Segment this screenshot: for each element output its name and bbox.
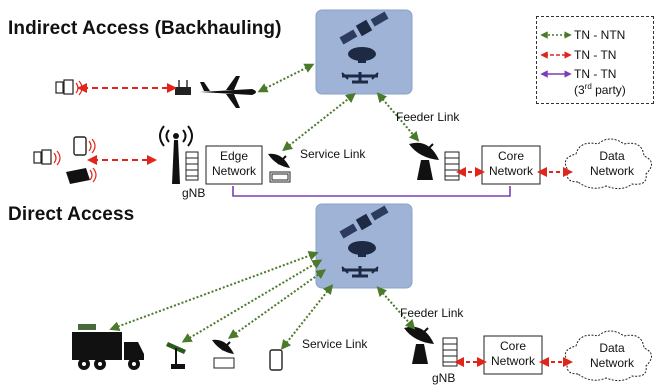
data-network-cloud-top xyxy=(564,138,652,190)
core-network-line-2: Network xyxy=(488,164,533,178)
feeder-link-label: Feeder Link xyxy=(400,306,464,320)
laptop-icon xyxy=(66,167,97,184)
user-devices-icon xyxy=(55,79,83,96)
airship-icon xyxy=(348,47,376,63)
terminal-antenna-icon xyxy=(166,342,186,369)
legend-item-tn-ntn: TN - NTN xyxy=(574,28,626,42)
satellite-dish-icon xyxy=(268,153,291,183)
core-network-line-2: Network xyxy=(490,354,535,368)
ntn-platforms-panel-bottom xyxy=(315,203,413,289)
core-network-line-1: Core xyxy=(499,339,526,353)
edge-network-line-2: Network xyxy=(211,164,256,178)
ntn-link xyxy=(181,259,323,343)
legend-third-party-note: (3rd party) xyxy=(574,82,626,97)
server-rack-icon xyxy=(185,151,199,181)
edge-network-line-1: Edge xyxy=(219,149,249,163)
indirect-access-heading: Indirect Access (Backhauling) xyxy=(8,18,282,39)
ntn-link xyxy=(376,286,416,330)
airplane-icon xyxy=(200,76,256,108)
server-rack-icon xyxy=(442,337,458,367)
gnb-tower-icon xyxy=(159,125,193,184)
server-rack-icon xyxy=(444,151,460,181)
ntn-link xyxy=(282,92,356,152)
data-network-line-2: Network xyxy=(589,164,634,178)
smartphone-icon xyxy=(269,349,283,371)
drone-icon xyxy=(341,72,379,84)
third-party-prefix: (3 xyxy=(574,83,585,97)
ntn-link xyxy=(257,63,315,93)
feeder-dish-icon xyxy=(409,142,439,180)
feeder-dish-icon xyxy=(404,326,434,364)
ntn-link xyxy=(109,251,319,331)
third-party-suffix: party) xyxy=(591,83,626,97)
service-link-label: Service Link xyxy=(300,147,366,161)
core-network-label-bottom: Core Network xyxy=(484,339,542,369)
satellite-dish-icon xyxy=(212,339,235,369)
tablet-icon xyxy=(73,136,96,156)
data-network-line-1: Data xyxy=(599,149,625,163)
core-network-label-top: Core Network xyxy=(482,149,540,179)
ntn-platforms-panel-top xyxy=(315,9,413,95)
data-network-line-1: Data xyxy=(599,341,625,355)
data-network-label-top: Data Network xyxy=(580,149,644,179)
service-link-label: Service Link xyxy=(302,337,368,351)
gnb-label: gNB xyxy=(182,186,206,200)
third-party-sup: rd xyxy=(584,82,592,91)
legend xyxy=(536,16,654,104)
edge-network-label: Edge Network xyxy=(206,149,262,179)
user-devices-icon xyxy=(33,149,61,166)
feeder-link-label: Feeder Link xyxy=(396,110,460,124)
direct-access-heading: Direct Access xyxy=(8,204,135,225)
router-icon xyxy=(175,80,191,95)
drone-icon xyxy=(341,266,379,278)
ntn-link xyxy=(376,92,420,142)
core-network-line-1: Core xyxy=(497,149,524,163)
data-network-label-bottom: Data Network xyxy=(580,341,644,371)
satellite-icon xyxy=(339,205,389,239)
ntn-link xyxy=(227,269,327,339)
truck-icon xyxy=(72,324,144,370)
legend-item-tn-tn-third-party: TN - TN xyxy=(574,67,617,81)
core-network-box-bottom xyxy=(483,335,543,375)
satellite-icon xyxy=(339,11,389,45)
edge-network-box xyxy=(205,145,263,185)
third-party-link xyxy=(232,186,511,197)
data-network-cloud-bottom xyxy=(564,330,652,382)
ntn-link xyxy=(280,284,334,350)
gnb-label: gNB xyxy=(432,371,456,385)
legend-item-tn-tn: TN - TN xyxy=(574,48,617,62)
data-network-line-2: Network xyxy=(589,356,634,370)
core-network-box-top xyxy=(481,145,541,185)
airship-icon xyxy=(348,241,376,257)
